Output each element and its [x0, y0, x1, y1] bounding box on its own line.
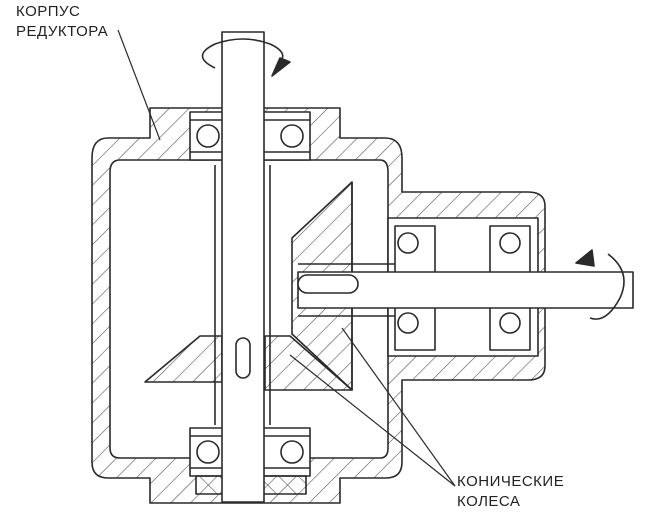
gears-leader-line-1 [289, 354, 456, 487]
lower-bevel-gear-left [144, 335, 223, 383]
housing-wall [91, 107, 546, 504]
bottom-bearing-ball-left [196, 440, 220, 464]
bottom-bearing-ball-right [280, 440, 304, 464]
horizontal-shaft-key-slot [297, 274, 359, 294]
output-rotation-arrow [589, 253, 625, 320]
input-rotation-arrow [201, 38, 284, 69]
gears-label-line1: КОНИЧЕСКИЕ [457, 473, 565, 490]
gears-leader-line-2 [341, 327, 456, 487]
gears-label-line2: КОЛЕСА [457, 493, 521, 510]
top-bearing-ball-right [280, 124, 304, 148]
top-bearing-ball-left [196, 124, 220, 148]
housing-leader-line [117, 29, 161, 141]
housing-label: КОРПУС РЕДУКТОРА [16, 2, 108, 42]
vertical-shaft-key-slot [235, 337, 251, 379]
vertical-shaft [221, 31, 265, 503]
output-rotation-arrowhead [575, 249, 595, 267]
housing-label-line1: КОРПУС [16, 3, 81, 20]
gears-label: КОНИЧЕСКИЕ КОЛЕСА [457, 472, 564, 512]
input-rotation-arrowhead [271, 57, 291, 77]
housing-label-line2: РЕДУКТОРА [16, 23, 109, 40]
